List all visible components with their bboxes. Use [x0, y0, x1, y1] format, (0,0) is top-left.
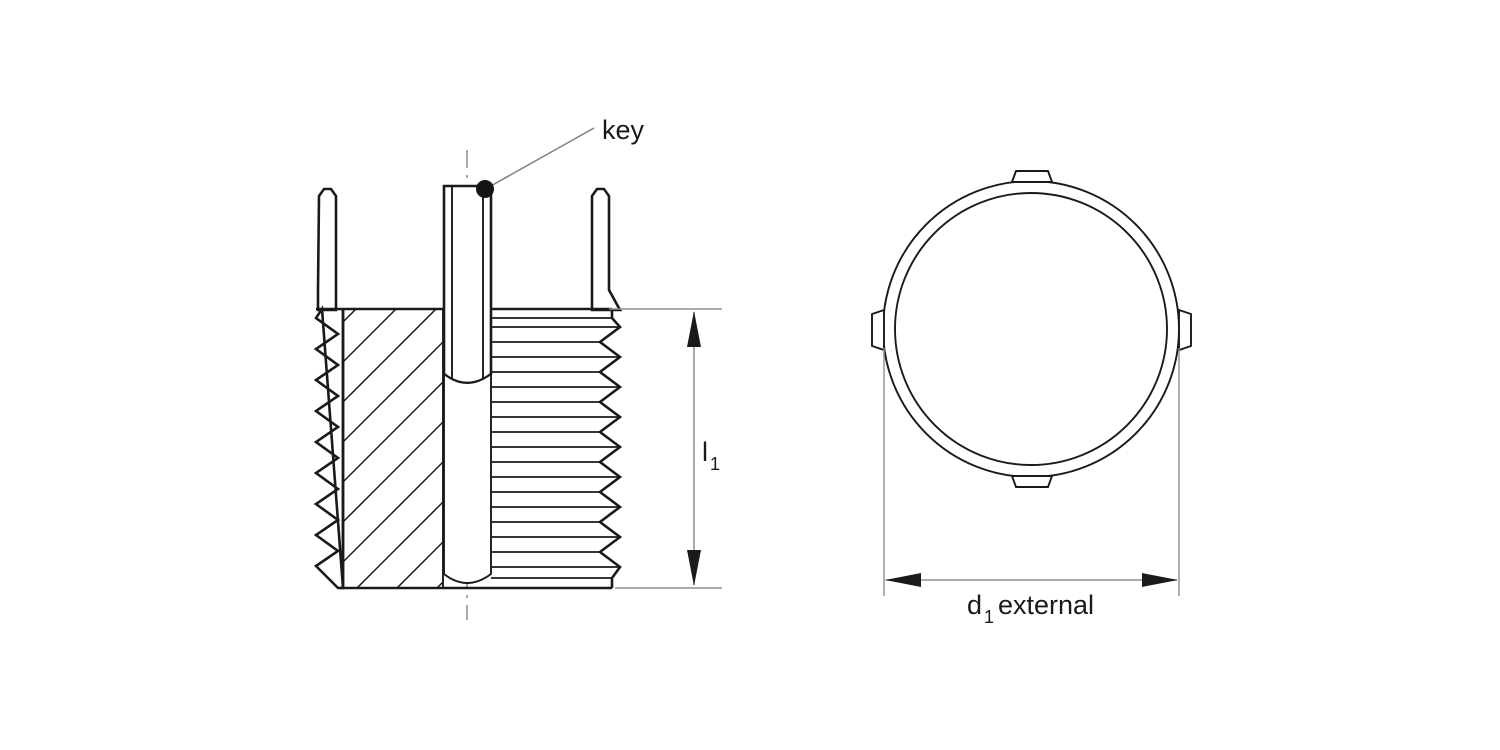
dim-d1-subscript: 1 — [984, 607, 994, 627]
end-view-outer-circle — [882, 180, 1180, 478]
dim-l1-subscript: 1 — [710, 454, 720, 474]
dim-d1-symbol: d — [967, 590, 982, 620]
thread-profile-right — [491, 309, 623, 588]
dim-l1-arrow-top — [687, 311, 701, 347]
dim-l1-symbol: l — [702, 437, 708, 467]
key-tab-bottom — [1010, 475, 1054, 488]
dim-d1-arrow-left — [885, 573, 921, 587]
dim-d1-qualifier: external — [998, 590, 1094, 620]
key-tab-top — [1010, 170, 1054, 183]
key-label: key — [602, 115, 645, 145]
key-tab-right — [1178, 308, 1192, 352]
key-callout-dot — [476, 180, 494, 198]
key-callout: key — [476, 115, 645, 198]
key-leader-line — [488, 127, 595, 188]
dimension-length-l1: l 1 — [609, 308, 722, 589]
key-prong-right — [590, 187, 623, 312]
side-view-group: key l 1 — [313, 115, 722, 620]
dim-d1-arrow-right — [1142, 573, 1178, 587]
dim-l1-arrow-bottom — [687, 550, 701, 586]
end-view-inner-circle — [894, 192, 1168, 466]
section-hatching — [343, 308, 443, 588]
insert-body — [313, 305, 623, 590]
key-prong-center — [442, 184, 493, 584]
key-tab-left — [871, 308, 885, 352]
end-view-group: d 1 external — [871, 170, 1192, 627]
key-prong-left — [316, 187, 338, 312]
dimension-diameter-d1: d 1 external — [883, 348, 1180, 627]
